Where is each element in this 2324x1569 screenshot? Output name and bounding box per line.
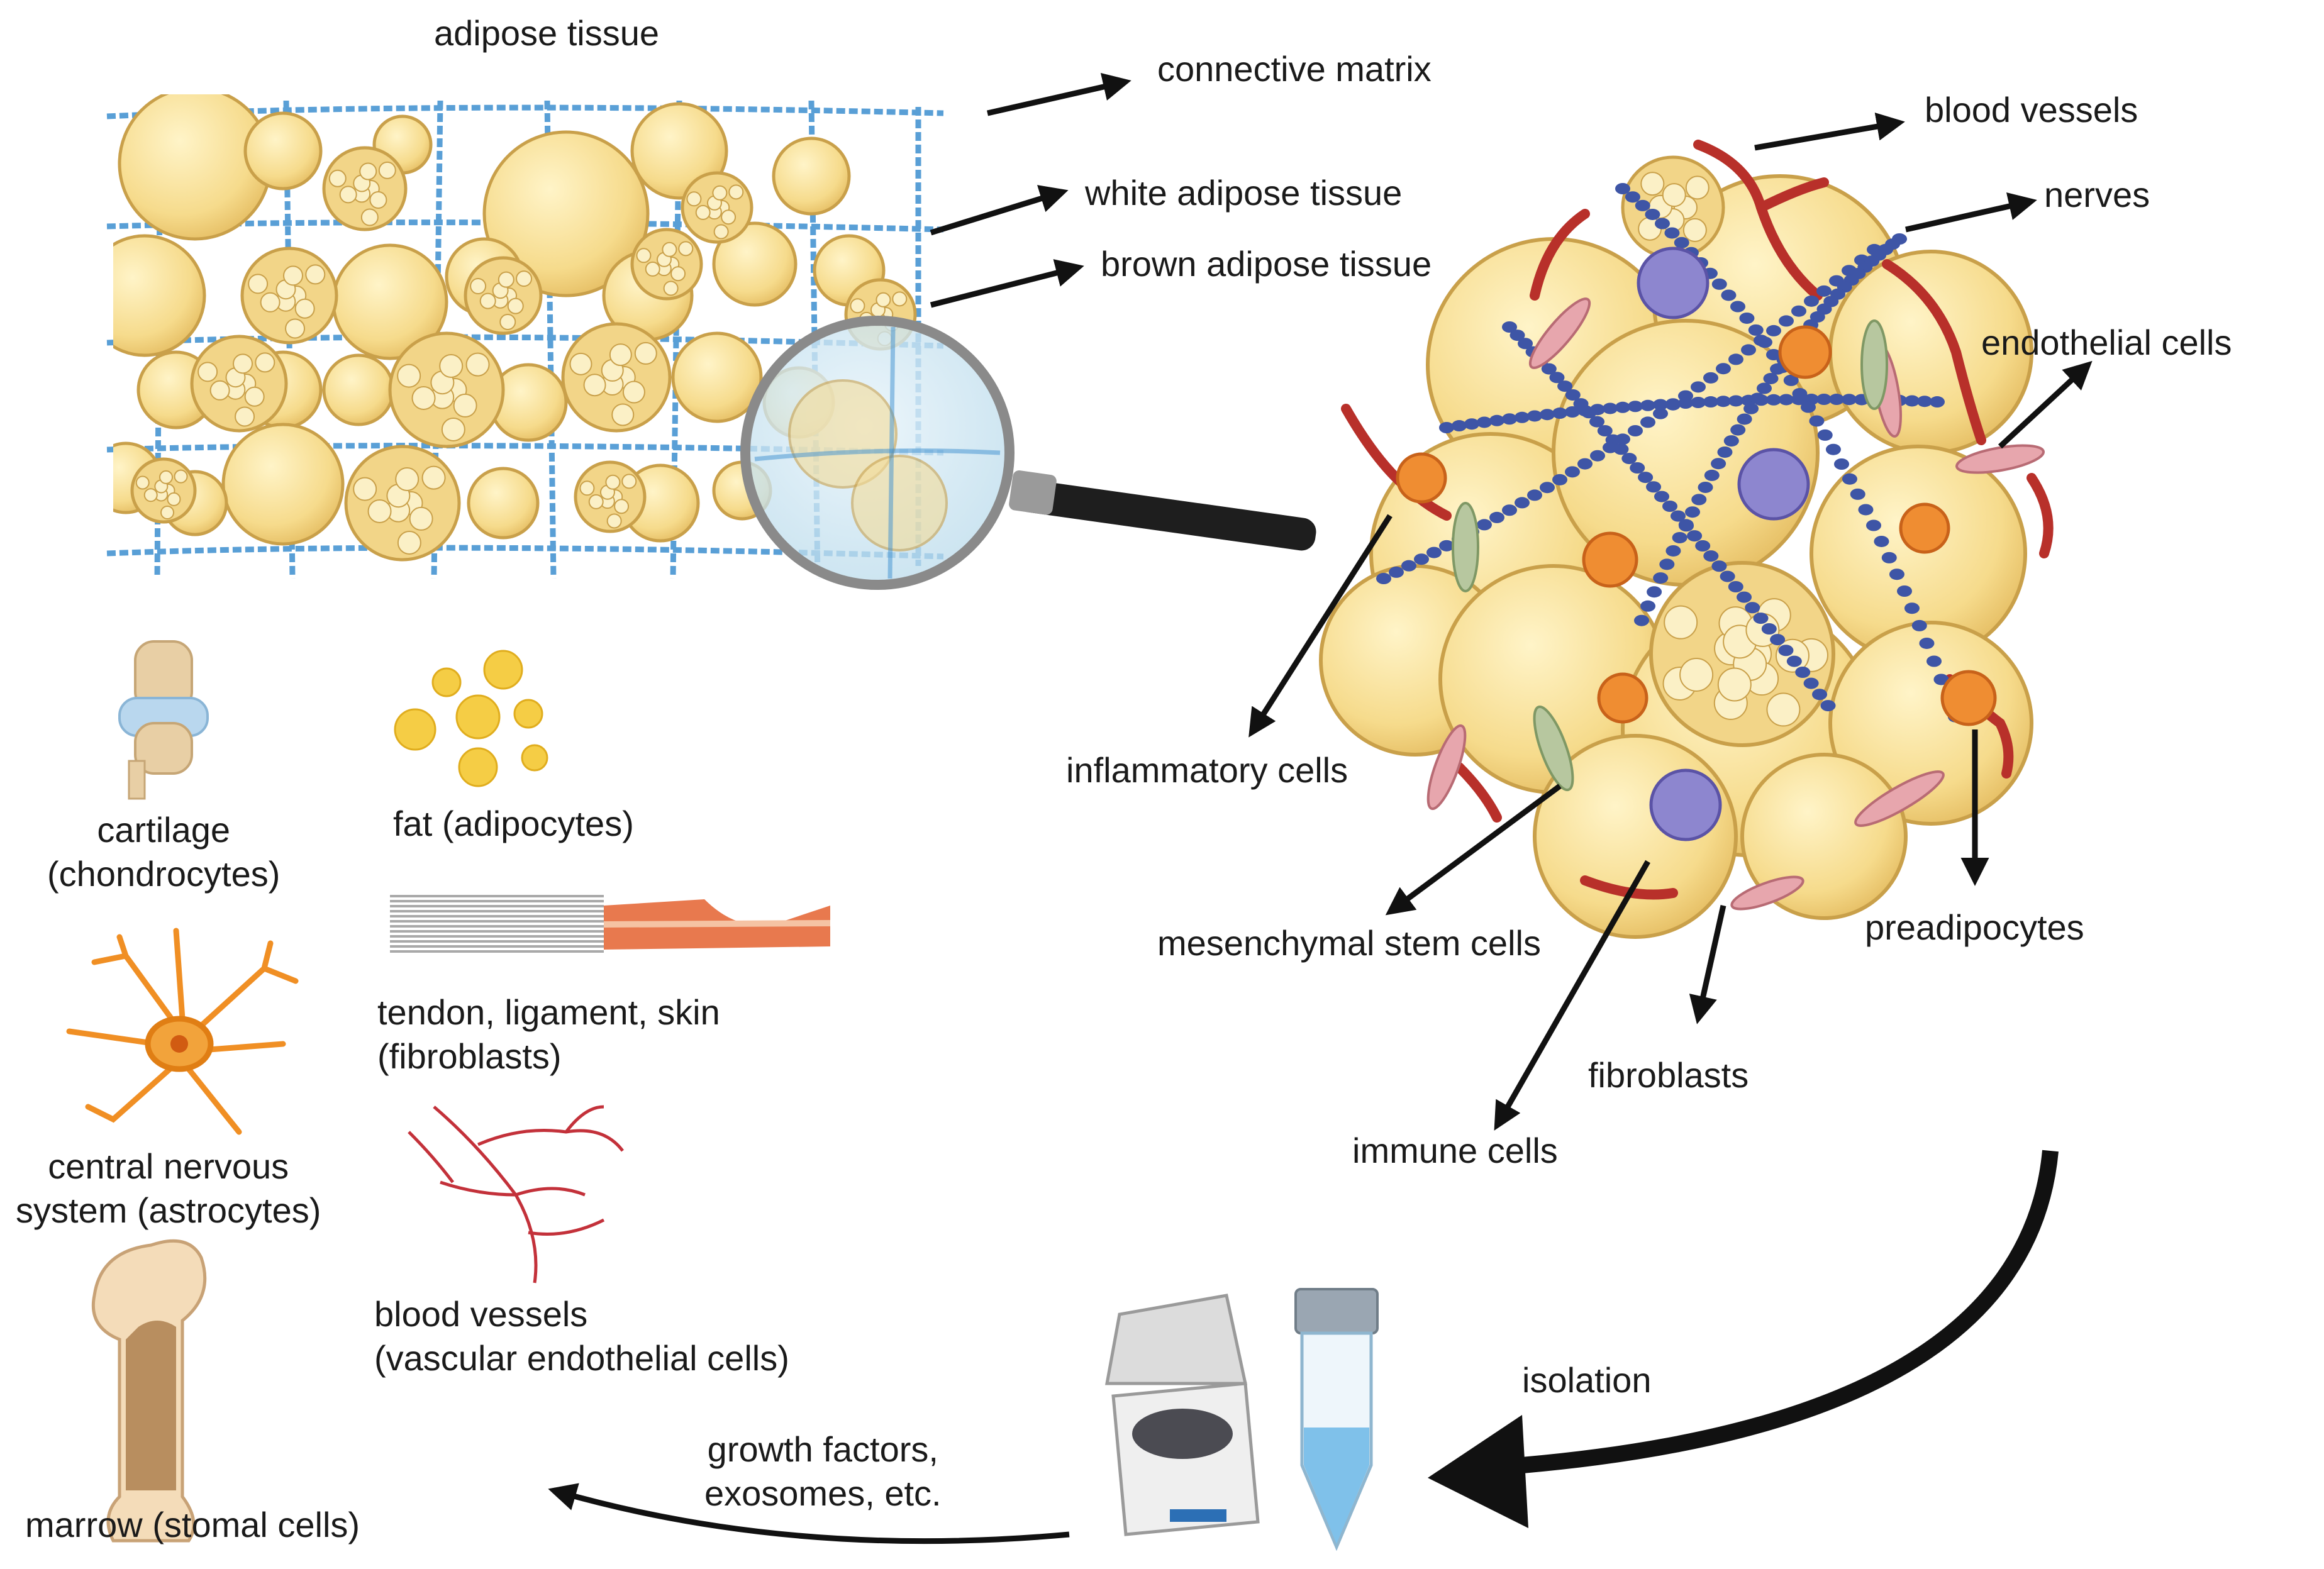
label-blood-vessels: blood vessels [1925,90,2138,130]
cluster-brown-adipocyte [1649,561,1835,747]
target-blood-vessels: blood vessels (vascular endothelial cell… [374,1294,789,1378]
centrifuge-tube-icon [1294,1288,1379,1551]
cluster-adipocyte [1828,621,2033,826]
femur-bone-icon [91,1239,207,1543]
target-cartilage: cartilage (chondrocytes) [47,810,281,894]
astrocyte-icon [66,928,299,1135]
label-immune-cells: immune cells [1352,1131,1558,1170]
target-tendon: tendon, ligament, skin (fibroblasts) [377,992,720,1076]
label-growth-factors: growth factors, exosomes, etc. [704,1429,942,1513]
brown-adipocyte [681,171,753,244]
cluster-nerves [1376,183,1963,723]
tendon-fibers-icon [390,895,831,953]
centrifuge-icon [1105,1294,1260,1536]
adipocyte [243,111,323,191]
label-isolation: isolation [1522,1360,1652,1400]
brown-adipocyte [190,335,288,433]
label-nerves: nerves [2044,175,2150,214]
adipocyte [482,130,650,297]
brown-adipocyte [388,331,505,448]
target-fat: fat (adipocytes) [393,804,634,843]
target-cns: central nervous system (astrocytes) [16,1146,321,1230]
brown-adipocyte [322,146,408,231]
label-brown-adipose: brown adipose tissue [1101,244,1432,284]
fat-droplets-icon [394,650,548,787]
label-adipose-tissue: adipose tissue [434,13,660,53]
cluster-blood-vessels [1341,140,2054,900]
adipocyte [671,331,763,423]
brown-adipocyte [130,457,197,524]
knee-joint-icon [118,640,209,800]
adipocyte [113,234,206,357]
label-white-adipose: white adipose tissue [1085,173,1403,213]
adipocyte [467,467,540,540]
label-preadipocytes: preadipocytes [1865,907,2084,947]
brown-adipocyte [574,460,647,533]
brown-adipocyte [464,256,543,335]
label-endothelial-cells: endothelial cells [1981,323,2232,362]
brown-adipocyte [561,322,672,433]
adipocyte [322,353,395,426]
vessel-network-icon [408,1105,624,1283]
target-marrow: marrow (stomal cells) [25,1505,360,1544]
stromal-vascular-cluster [1319,140,2054,939]
adipocyte [221,423,345,546]
brown-adipocyte [344,445,461,562]
green-stem-cells [1452,319,1888,792]
label-fibroblasts: fibroblasts [1588,1055,1749,1095]
magnifier-icon [740,316,1316,590]
brown-adipocyte [630,228,703,301]
brown-adipocyte [240,247,338,345]
isolation-arrow [1428,1150,2059,1528]
label-inflammatory-cells: inflammatory cells [1066,750,1348,790]
orange-stromal-cells [1396,325,1997,726]
adipocyte [772,136,851,216]
adipocyte [712,221,798,307]
spindle-cells [1426,297,2045,911]
label-connective-matrix: connective matrix [1157,49,1432,89]
macrophage-cells [1637,247,1810,841]
label-mesenchymal-stem-cells: mesenchymal stem cells [1157,923,1541,963]
label-arrows [548,73,2093,1544]
